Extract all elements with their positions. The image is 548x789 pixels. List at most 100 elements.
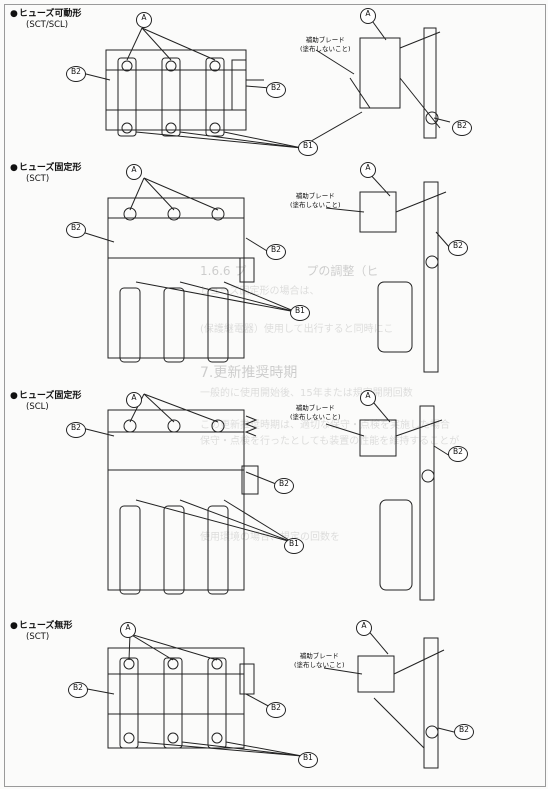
leader-line [144, 394, 174, 422]
aux-blade-note: 補助ブレード(塗布しないこと) [300, 36, 351, 53]
phase-unit [162, 58, 180, 136]
label-b2: B2 [448, 240, 468, 256]
phase-unit [206, 58, 224, 136]
leader-line [138, 742, 302, 756]
blade-arm [400, 32, 440, 48]
fuse-barrel [378, 282, 412, 352]
contact-post [424, 28, 436, 138]
leader-line [180, 282, 296, 312]
leader-line [142, 28, 171, 60]
section-title: ●ヒューズ無形 [10, 621, 73, 631]
contact-post [420, 406, 434, 600]
label-a: A [136, 12, 152, 28]
phase-unit [120, 420, 140, 594]
leader-line [226, 742, 302, 756]
label-b2: B2 [266, 244, 286, 260]
label-a: A [360, 162, 376, 178]
label-b2: B2 [448, 446, 468, 462]
side-bracket [240, 664, 254, 694]
show-through-text: 一般的に使用開始後、15年または規定開閉回数 [200, 388, 413, 399]
hinge [426, 726, 438, 738]
aux-blade-note: 補助ブレード(塗布しないこと) [290, 404, 341, 421]
label-b2: B2 [66, 222, 86, 238]
terminal-block [242, 466, 258, 494]
frame-outline [108, 198, 244, 358]
label-b2: B2 [68, 682, 88, 698]
leader-line [224, 500, 292, 542]
leader-line [180, 500, 292, 542]
phase-unit [208, 658, 226, 748]
hinge [426, 256, 438, 268]
frame-outline [106, 50, 246, 130]
blade-arm [374, 698, 424, 748]
leader-line [326, 208, 364, 212]
fuse-barrel [380, 500, 412, 590]
front-view-drawing-1 [96, 20, 266, 145]
front-view-drawing-4 [96, 634, 266, 764]
show-through-text: 保守・点検を行ったとしても装置の性能を維持することが [200, 436, 460, 447]
label-b1: B1 [298, 752, 318, 768]
section-subtitle: (SCT) [26, 632, 50, 642]
label-b2: B2 [452, 120, 472, 136]
leader-line [144, 178, 174, 210]
phase-unit [208, 420, 228, 594]
aux-blade-box [360, 420, 396, 456]
label-a: A [120, 622, 136, 638]
label-b1: B1 [298, 140, 318, 156]
leader-line [136, 132, 302, 148]
frame-outline [108, 410, 244, 590]
leader-line [324, 668, 362, 674]
label-b2: B2 [266, 82, 286, 98]
aux-blade-box [358, 656, 394, 692]
blade-arm [394, 650, 444, 674]
leader-line [130, 634, 173, 660]
label-a: A [126, 392, 142, 408]
leader-line [82, 428, 114, 436]
leader-line [144, 394, 218, 422]
leader-line [144, 178, 218, 210]
label-a: A [356, 620, 372, 636]
show-through-text: 1.6.6 プ プの調整（ヒ [200, 264, 379, 278]
leader-line [127, 28, 142, 60]
label-b2: B2 [454, 724, 474, 740]
label-b1: B1 [284, 538, 304, 554]
leader-line [436, 232, 450, 248]
show-through-text: この更新推奨時期は、適切な保守・点検を実施した場合 [200, 420, 450, 431]
blade-arm [396, 192, 446, 212]
label-a: A [360, 390, 376, 406]
label-a: A [360, 8, 376, 24]
side-view-drawing-4 [344, 628, 470, 768]
label-a: A [126, 164, 142, 180]
leader-line [180, 132, 302, 148]
leader-line [316, 50, 354, 74]
section-title: ●ヒューズ可動形 [10, 9, 82, 19]
front-view-drawing-2 [96, 178, 266, 374]
leader-line [82, 232, 114, 242]
side-view-drawing-1 [340, 18, 470, 148]
phase-unit [164, 658, 182, 748]
section-title: ●ヒューズ固定形 [10, 163, 82, 173]
side-view-drawing-2 [350, 172, 470, 372]
blade-arm [396, 420, 442, 436]
blade-arm [400, 78, 440, 128]
show-through-text: ヒューズ固定形の場合は、 [200, 286, 320, 297]
label-b2: B2 [274, 478, 294, 494]
contact-post [424, 182, 438, 372]
section-subtitle: (SCT/SCL) [26, 20, 69, 30]
terminal-block [240, 258, 254, 282]
phase-unit [118, 58, 136, 136]
section-subtitle: (SCL) [26, 402, 49, 412]
phase-unit [164, 208, 184, 362]
phase-unit [120, 658, 138, 748]
show-through-text: 7.更新推奨時期 [200, 365, 298, 381]
aux-blade-note: 補助ブレード(塗布しないこと) [290, 192, 341, 209]
phase-unit [208, 208, 228, 362]
label-b1: B1 [290, 305, 310, 321]
spring [246, 416, 256, 436]
side-bracket [232, 60, 246, 110]
label-b2: B2 [66, 422, 86, 438]
aux-blade-note: 補助ブレード(塗布しないこと) [294, 652, 345, 669]
leader-line [434, 446, 450, 456]
leader-line [224, 132, 302, 148]
